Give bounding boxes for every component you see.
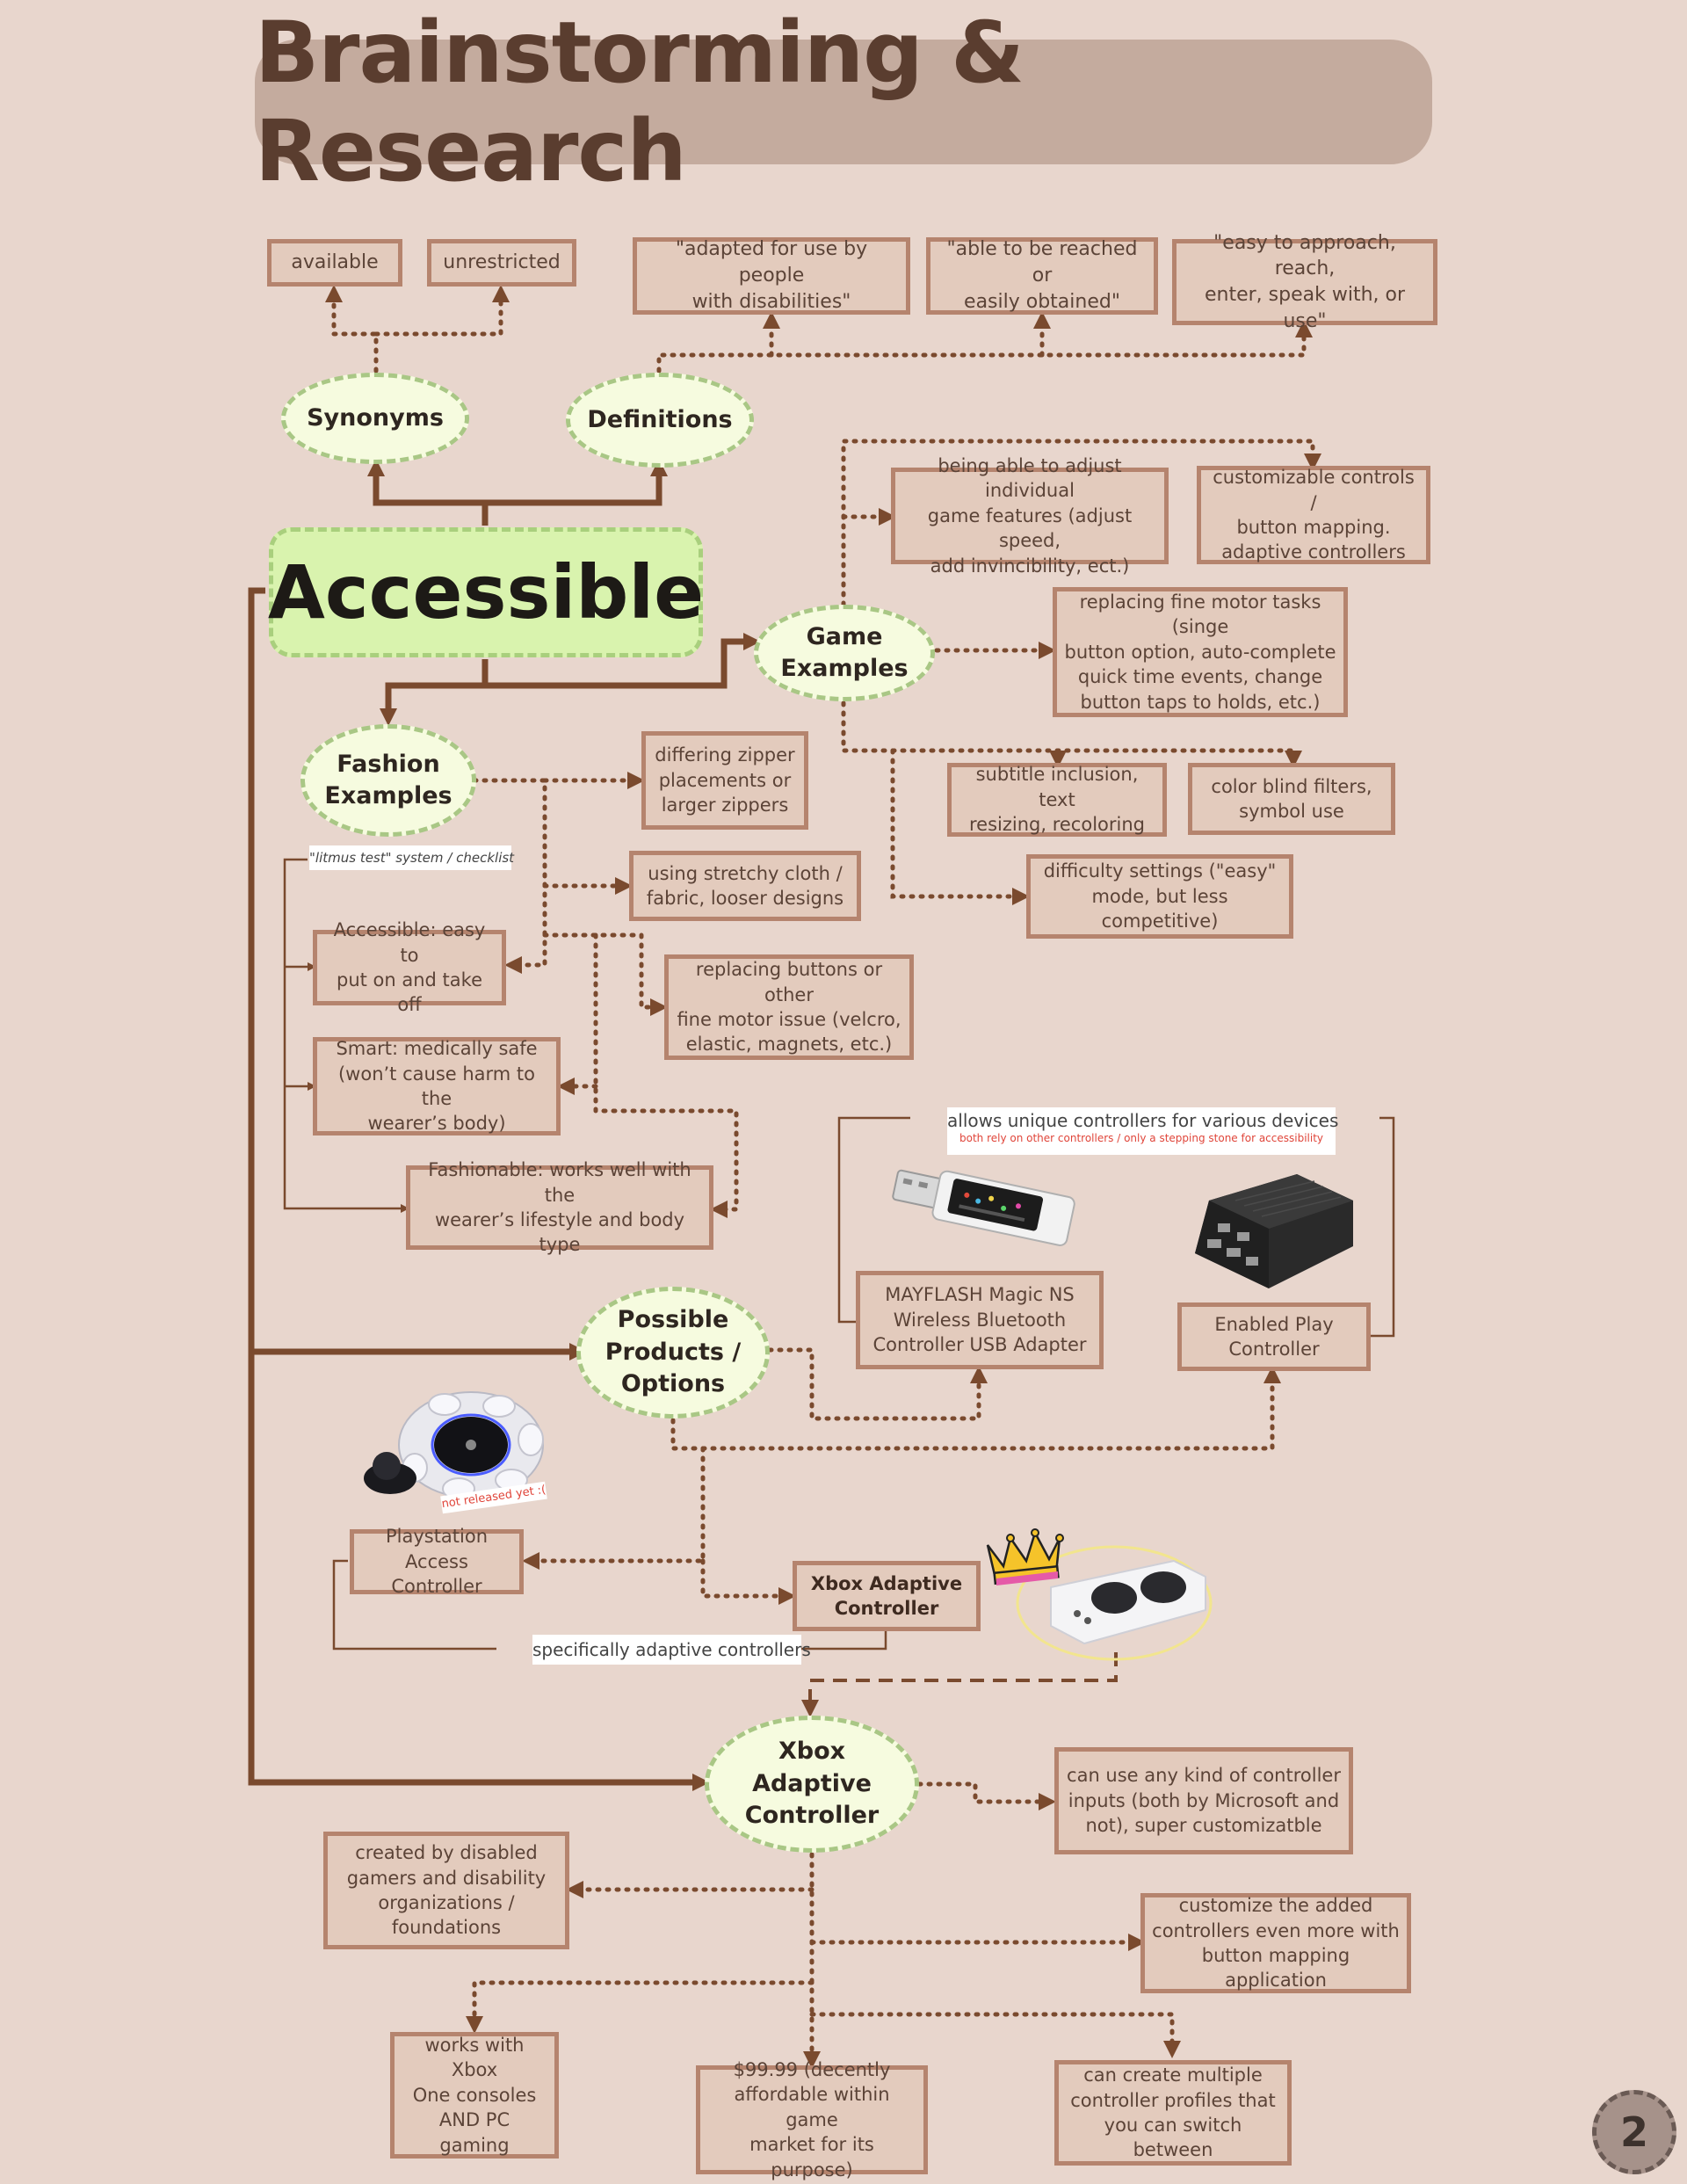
dashed-connector [801, 1652, 1118, 1717]
dotted-connectors [325, 285, 1321, 2069]
main-node-accessible[interactable]: Accessible [268, 527, 704, 657]
oval-xbox-adaptive-controller[interactable]: Xbox Adaptive Controller [705, 1716, 919, 1853]
xbox-any-controller-box: can use any kind of controller inputs (b… [1054, 1747, 1353, 1854]
oval-definitions[interactable]: Definitions [566, 373, 754, 468]
title-banner: Brainstorming & Research [255, 4, 1432, 200]
game-subtitles-box: subtitle inclusion, text resizing, recol… [947, 763, 1167, 837]
xbox-created-by-box: created by disabled gamers and disabilit… [323, 1832, 569, 1949]
page-number-badge: 2 [1592, 2090, 1676, 2174]
xbox-works-with-box: works with Xbox One consoles AND PC gami… [390, 2032, 559, 2159]
playstation-access-image [348, 1382, 554, 1513]
enabled-play-image [1183, 1165, 1364, 1295]
bracket-lines [283, 858, 1395, 1651]
main-connectors [248, 459, 761, 1791]
unique-controllers-text: allows unique controllers for various de… [947, 1110, 1339, 1131]
page-title: Brainstorming & Research [255, 4, 1025, 200]
fashion-stretchy-box: using stretchy cloth / fabric, looser de… [629, 851, 861, 921]
playstation-access-box: Playstation Access Controller [350, 1526, 524, 1597]
game-custom-controls-box: customizable controls / button mapping. … [1197, 466, 1430, 564]
oval-fashion-examples[interactable]: Fashion Examples [300, 724, 476, 837]
synonym-box: unrestricted [427, 239, 576, 287]
fashion-accessible-criteria-box: Accessible: easy to put on and take off [313, 919, 506, 1015]
game-adjust-features-box: being able to adjust individual game fea… [891, 455, 1169, 577]
fashion-smart-criteria-box: Smart: medically safe (won’t cause harm … [313, 1037, 561, 1136]
oval-synonyms[interactable]: Synonyms [281, 373, 469, 464]
fashion-fashionable-criteria-box: Fashionable: works well with the wearer’… [406, 1159, 713, 1255]
xbox-adaptive-box: Xbox Adaptive Controller [793, 1561, 981, 1631]
mayflash-adapter-box: MAYFLASH Magic NS Wireless Bluetooth Con… [856, 1271, 1104, 1369]
xbox-profiles-box: can create multiple controller profiles … [1054, 2060, 1292, 2166]
definition-box: "able to be reached or easily obtained" [926, 237, 1158, 315]
mayflash-adapter-image [884, 1157, 1082, 1257]
xbox-customize-box: customize the added controllers even mor… [1140, 1893, 1411, 1993]
oval-possible-products[interactable]: Possible Products / Options [576, 1287, 770, 1419]
unique-controllers-subtext: both rely on other controllers / only a … [959, 1132, 1324, 1144]
game-fine-motor-box: replacing fine motor tasks (singe button… [1053, 587, 1348, 717]
synonym-box: available [267, 239, 402, 287]
litmus-test-label: "litmus test" system / checklist [309, 845, 514, 870]
specifically-adaptive-note: specifically adaptive controllers [532, 1635, 811, 1665]
definition-box: "easy to approach, reach, enter, speak w… [1172, 232, 1437, 332]
xbox-price-box: $99.99 (decently affordable within game … [696, 2059, 928, 2180]
oval-game-examples[interactable]: Game Examples [754, 605, 935, 701]
fashion-buttons-box: replacing buttons or other fine motor is… [664, 954, 914, 1060]
unique-controllers-note: allows unique controllers for various de… [947, 1107, 1339, 1155]
enabled-play-box: Enabled Play Controller [1177, 1302, 1371, 1371]
xbox-adaptive-image [982, 1512, 1214, 1666]
game-color-blind-box: color blind filters, symbol use [1188, 763, 1395, 835]
game-difficulty-box: difficulty settings ("easy" mode, but le… [1026, 854, 1293, 939]
fashion-zippers-box: differing zipper placements or larger zi… [641, 731, 808, 830]
definition-box: "adapted for use by people with disabili… [633, 237, 910, 315]
